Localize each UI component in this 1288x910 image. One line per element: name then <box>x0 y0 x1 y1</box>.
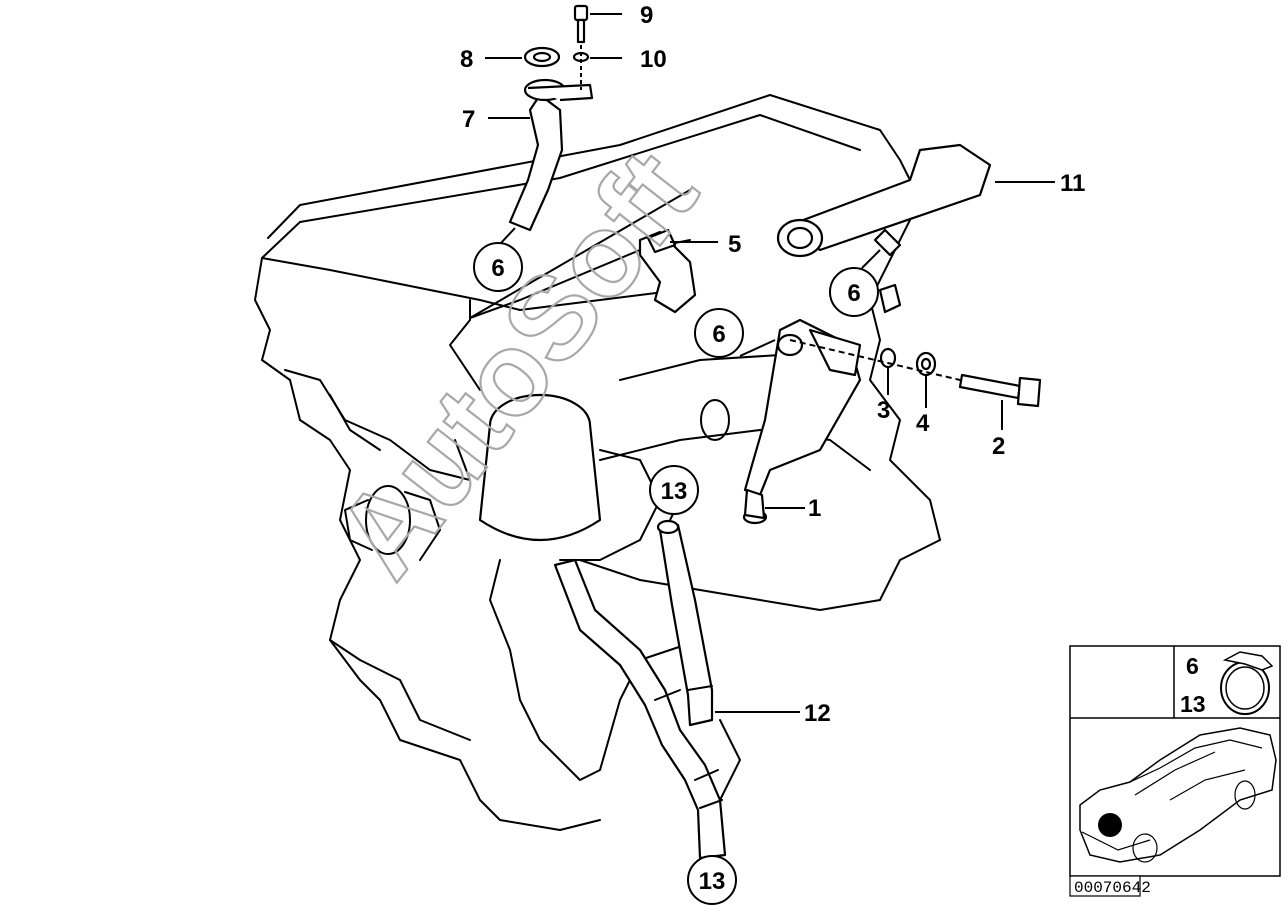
leader-lines <box>485 13 1055 713</box>
oil-filler-neck <box>508 78 594 232</box>
callout-2: 2 <box>992 433 1005 460</box>
reference-number: 00070642 <box>1074 879 1151 897</box>
oil-separator <box>742 283 902 525</box>
callout-11: 11 <box>1060 170 1085 197</box>
washer-a <box>879 347 897 369</box>
screw-washer <box>572 45 590 90</box>
inset-clamp-label-13: 13 <box>1180 691 1206 717</box>
car-location-icon <box>1079 727 1277 863</box>
svg-text:6: 6 <box>847 280 860 307</box>
circled-callout-6-middle: 6 <box>694 308 744 358</box>
inset-clamp-label-6: 6 <box>1186 653 1199 679</box>
cap-screw <box>573 4 589 44</box>
hex-bolt <box>958 373 1042 408</box>
circled-callout-6-right: 6 <box>829 267 879 317</box>
svg-text:13: 13 <box>699 868 726 895</box>
washer-b <box>915 351 937 377</box>
circled-callout-13-lower: 13 <box>687 855 737 905</box>
callout-3: 3 <box>877 397 890 424</box>
vent-hose-long <box>553 519 727 860</box>
filler-cap-seal <box>523 46 561 68</box>
circled-callout-13-upper: 13 <box>649 465 699 515</box>
svg-text:13: 13 <box>661 478 688 505</box>
callout-10: 10 <box>640 46 667 73</box>
svg-text:6: 6 <box>712 321 725 348</box>
svg-text:6: 6 <box>491 255 504 282</box>
callout-12: 12 <box>804 700 831 727</box>
reference-number-box: 00070642 <box>1069 875 1151 897</box>
legend-inset: 6 13 <box>1069 645 1281 877</box>
callout-4: 4 <box>916 410 930 437</box>
callout-1: 1 <box>808 495 821 522</box>
callout-9: 9 <box>640 2 653 29</box>
callout-8: 8 <box>460 46 473 73</box>
callout-5: 5 <box>728 231 741 258</box>
hose-clamp-icon <box>1220 651 1274 715</box>
crankcase-vent-pipe <box>776 143 992 258</box>
callout-7: 7 <box>462 106 475 133</box>
location-marker-icon <box>1098 813 1122 837</box>
oil-filter-housing <box>478 393 730 561</box>
circled-callout-6-left: 6 <box>473 242 523 292</box>
